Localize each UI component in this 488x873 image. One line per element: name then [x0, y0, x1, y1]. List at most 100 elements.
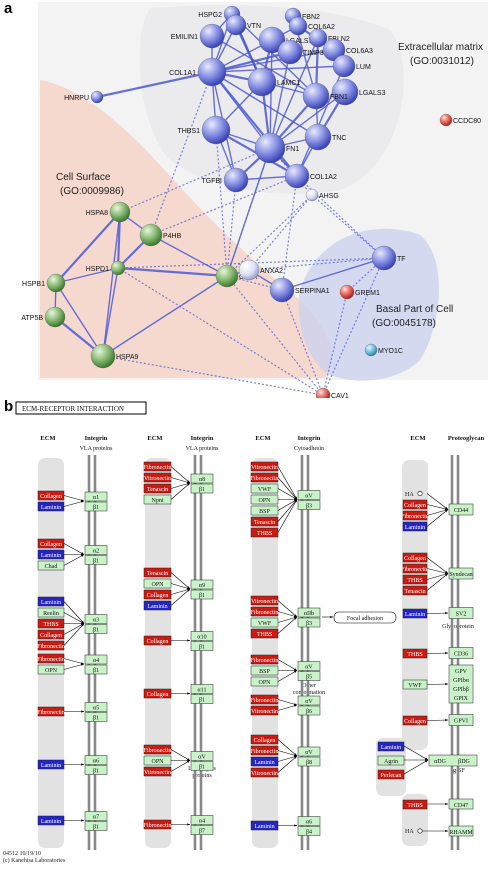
ecm-laminin[interactable]: Laminin — [37, 596, 65, 607]
node-lamc1[interactable]: LAMC1 — [247, 67, 300, 97]
ecm-tenascin[interactable]: Tenascin — [143, 567, 172, 578]
node-lgals3[interactable]: LGALS3 — [331, 78, 386, 106]
node-timp3[interactable]: TIMP3 — [277, 39, 324, 65]
integrin-α5[interactable]: α5 — [84, 702, 108, 712]
node-hspa8[interactable]: HSPA8 — [86, 201, 131, 223]
integrin-β1[interactable]: β1 — [84, 821, 108, 831]
node-hspa9[interactable]: HSPA9 — [90, 343, 139, 369]
node-hnrpu[interactable]: HNRPU — [64, 90, 104, 104]
ecm-laminin[interactable]: Laminin — [377, 741, 405, 752]
ecm-collagen[interactable]: Collagen — [37, 490, 65, 501]
ecm-opn[interactable]: OPN — [143, 578, 172, 589]
node-col6a2[interactable]: COL6A2 — [288, 16, 335, 36]
integrin-β4[interactable]: β4 — [297, 826, 321, 836]
integrin-β8[interactable]: β8 — [297, 756, 321, 767]
ecm-bsp[interactable]: BSP — [250, 665, 279, 676]
ecm-opn[interactable]: OPN — [143, 755, 172, 766]
ecm-thbs[interactable]: THBS — [402, 574, 428, 585]
ecm-opn[interactable]: OPN — [250, 676, 279, 687]
ecm-laminin[interactable]: Laminin — [37, 501, 65, 512]
ecm-fibronectin[interactable]: Fibronectin — [144, 461, 172, 472]
integrin-β1[interactable]: β1 — [84, 765, 108, 775]
ecm-fibronectin[interactable]: Fibronectin — [401, 563, 429, 574]
node-hspd1[interactable]: HSPD1 — [86, 260, 126, 276]
integrin-β1[interactable]: β1 — [84, 501, 108, 512]
integrin-β1[interactable]: β1 — [190, 761, 214, 771]
ecm-fibronectin[interactable]: Fibronectin — [251, 694, 279, 705]
integrin-αV[interactable]: αV — [297, 695, 321, 706]
ecm-fibronectin[interactable]: Fibronectin — [401, 510, 429, 521]
node-hspb1[interactable]: HSPB1 — [22, 273, 66, 293]
node-myo1c[interactable]: MYO1C — [364, 343, 403, 357]
ecm-laminin[interactable]: Laminin — [250, 756, 279, 767]
integrin-α4[interactable]: α4 — [84, 654, 108, 665]
integrin-β1[interactable]: β1 — [190, 483, 214, 494]
ecm-vwf[interactable]: VWF — [250, 617, 279, 628]
integrin-α8[interactable]: α8 — [190, 473, 214, 484]
ecm-collagen[interactable]: Collagen — [402, 552, 428, 563]
ecm-vitronectin[interactable]: Vitronectin — [143, 472, 172, 483]
ecm-vwf[interactable]: VWF — [402, 679, 428, 690]
node-col6a3[interactable]: COL6A3 — [322, 38, 373, 62]
integrin-α7[interactable]: α7 — [84, 811, 108, 821]
ecm-perlecan[interactable]: Perlecan — [377, 769, 405, 780]
integrin-β5[interactable]: β5 — [297, 671, 321, 681]
ecm-fibronectin[interactable]: Fibronectin — [251, 472, 279, 483]
ecm-collagen[interactable]: Collagen — [143, 688, 172, 699]
ecm-fibronectin[interactable]: Fibronectin — [251, 654, 279, 665]
receptor-rhamm[interactable]: RHAMM — [448, 825, 473, 837]
ecm-laminin[interactable]: Laminin — [37, 815, 65, 826]
integrin-β3[interactable]: β3 — [297, 500, 321, 510]
ecm-vwf[interactable]: VWF — [250, 483, 279, 494]
integrin-β1[interactable]: β1 — [190, 694, 214, 704]
ecm-bsp[interactable]: BSP — [250, 505, 279, 516]
node-thbs1[interactable]: THBS1 — [177, 115, 231, 145]
node-grem1[interactable]: GREM1 — [339, 284, 380, 300]
ecm-collagen[interactable]: Collagen — [402, 715, 428, 726]
node-serpina1[interactable]: SERPINA1 — [269, 277, 330, 303]
receptor-cd44[interactable]: CD44 — [448, 503, 474, 516]
integrin-αV[interactable]: αV — [190, 751, 214, 761]
node-emilin1[interactable]: EMILIN1 — [171, 23, 225, 49]
integrin-αV[interactable]: αV — [297, 746, 321, 757]
node-fbn1[interactable]: FBN1 — [302, 82, 348, 110]
ecm-vitronectin[interactable]: Vitronectin — [250, 595, 279, 606]
ecm-vitronectin[interactable]: Vitronectin — [250, 767, 279, 778]
receptor-cd47[interactable]: CD47 — [448, 798, 474, 810]
integrin-αV[interactable]: αV — [297, 490, 321, 500]
ecm-agrin[interactable]: Agrin — [377, 755, 405, 766]
ecm-thbs[interactable]: THBS — [37, 618, 65, 629]
ecm-npnt[interactable]: Npnt — [143, 494, 172, 505]
receptor-gpvi[interactable]: GPVI — [448, 714, 474, 726]
integrin-α4[interactable]: α4 — [190, 815, 214, 825]
integrin-αV[interactable]: αV — [297, 661, 321, 671]
integrin-α2[interactable]: α2 — [84, 545, 108, 555]
ecm-fibronectin[interactable]: Fibronectin — [251, 745, 279, 756]
integrin-α9[interactable]: α9 — [190, 579, 214, 590]
node-atp5b[interactable]: ATP5B — [21, 306, 66, 328]
ecm-laminin[interactable]: Laminin — [402, 521, 428, 532]
node-tgfbi[interactable]: TGFBI — [201, 167, 249, 193]
ecm-laminin[interactable]: Laminin — [143, 600, 172, 611]
focal-adhesion-node[interactable]: Focal adhesion — [333, 611, 397, 624]
integrin-β1[interactable]: β1 — [84, 664, 108, 675]
ecm-collagen[interactable]: Collagen — [250, 734, 279, 745]
node-cav1[interactable]: CAV1 — [315, 387, 349, 398]
receptor-syndecan[interactable]: Syndecan — [448, 567, 474, 580]
ecm-fibronectin[interactable]: Fibronectin — [37, 640, 65, 651]
receptor-sv2[interactable]: SV2 — [448, 607, 474, 619]
ecm-tenascin[interactable]: Tenascin — [250, 516, 279, 527]
ecm-vitronectin[interactable]: Vitronectin — [143, 766, 172, 777]
ecm-laminin[interactable]: Laminin — [37, 549, 65, 560]
ecm-fibronectin[interactable]: Fibronectin — [144, 744, 172, 755]
node-tf[interactable]: TF — [371, 245, 406, 271]
node-lgals1[interactable]: LGALS1 — [258, 26, 313, 54]
ecm-vitronectin[interactable]: Vitronectin — [250, 461, 279, 472]
ecm-fibronectin[interactable]: Fibronectin — [144, 819, 172, 830]
receptor-cd36[interactable]: CD36 — [448, 647, 474, 659]
ecm-collagen[interactable]: Collagen — [143, 589, 172, 600]
node-lum[interactable]: LUM — [332, 54, 371, 78]
ecm-tenascin[interactable]: Tenascin — [143, 483, 172, 494]
node-ccdc80[interactable]: CCDC80 — [439, 113, 481, 127]
ecm-tenascin[interactable]: Tenascin — [402, 585, 428, 596]
